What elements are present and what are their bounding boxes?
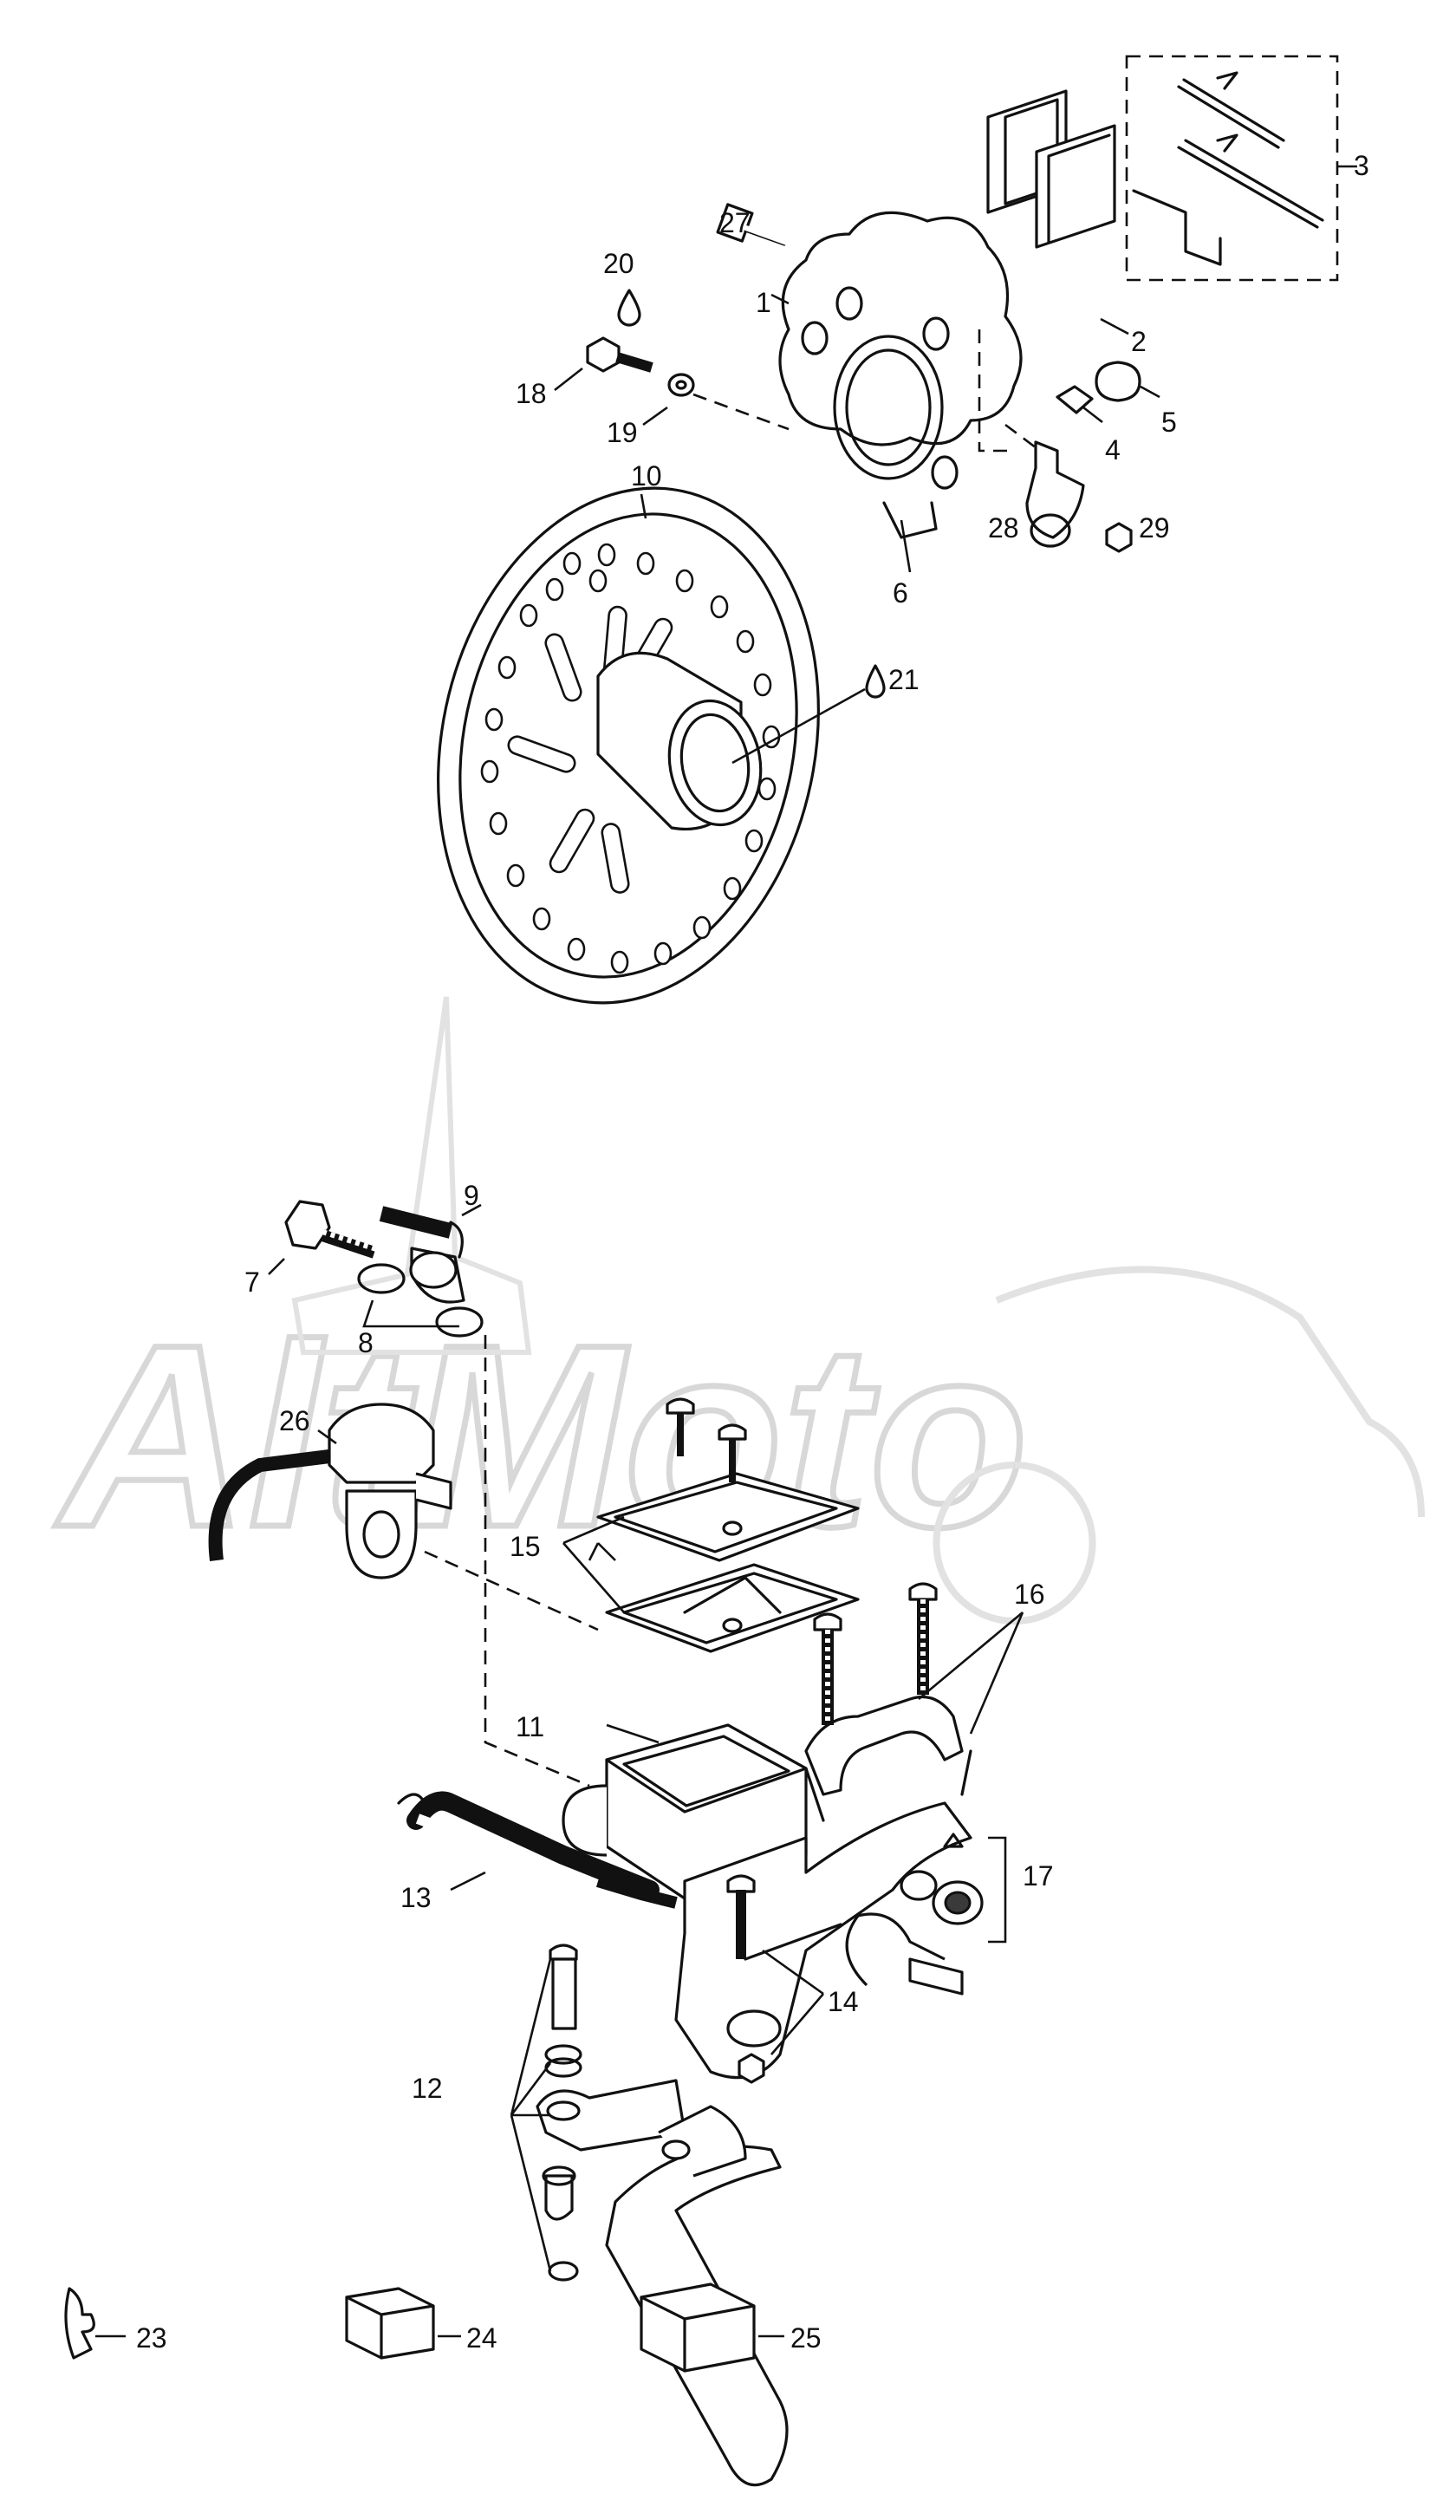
callout-9: 9 <box>464 1180 479 1211</box>
assembly-lines <box>424 1335 599 1787</box>
callout-24: 24 <box>466 2322 497 2354</box>
part-21-lubricant-icon <box>731 664 886 765</box>
part-27-bolt <box>716 203 789 246</box>
callout-19: 19 <box>607 417 638 448</box>
cover-screws <box>666 1397 747 1482</box>
part-26-brake-switch <box>208 1403 452 1579</box>
watermark-motorcycle-icon <box>933 1266 1425 1625</box>
callout-1: 1 <box>756 287 771 318</box>
part-28-bracket <box>1004 423 1085 548</box>
callout-27: 27 <box>719 207 751 238</box>
disc-hub <box>596 651 763 830</box>
callout-labels: 27 20 1 3 2 18 19 5 4 10 28 29 6 21 9 7 … <box>136 150 1369 2354</box>
disc-holes <box>480 543 781 974</box>
callout-18: 18 <box>516 378 547 409</box>
callout-6: 6 <box>893 577 908 609</box>
callout-28: 28 <box>988 512 1019 544</box>
part-13-cable <box>397 1791 678 1912</box>
callout-11: 11 <box>516 1711 544 1742</box>
callout-16: 16 <box>1014 1579 1045 1610</box>
part-19-washer <box>642 373 790 431</box>
callout-2: 2 <box>1131 326 1147 357</box>
callout-7: 7 <box>244 1267 260 1298</box>
part-24-connector <box>345 2287 461 2360</box>
part-20-lubricant-icon <box>617 289 641 327</box>
part-8-washers <box>357 1263 484 1338</box>
watermark-castle-icon <box>291 996 532 1355</box>
part-4-bleeder <box>1056 385 1103 424</box>
callout-8: 8 <box>358 1327 374 1358</box>
part-17-cap-set <box>845 1833 1007 1996</box>
part-16-clamp <box>804 1582 1024 1822</box>
part-7-banjo-bolt <box>268 1200 377 1275</box>
part-2-brake-pads <box>986 89 1129 335</box>
callout-5: 5 <box>1161 407 1177 438</box>
part-9-hose-fitting <box>379 1203 482 1304</box>
part-14-bolt-nut <box>726 1874 824 2084</box>
part-1-caliper <box>770 211 1023 573</box>
callout-10: 10 <box>631 460 662 492</box>
callout-13: 13 <box>400 1882 432 1913</box>
part-18-screw <box>554 336 653 392</box>
part-29-nut <box>1105 522 1133 553</box>
callout-26: 26 <box>279 1405 310 1436</box>
part-3-pin-kit <box>1125 55 1357 282</box>
callout-29: 29 <box>1139 512 1170 544</box>
part-15-cover-gasket <box>562 1472 860 1653</box>
callout-20: 20 <box>603 248 634 279</box>
part-5-cap <box>1095 361 1160 402</box>
callout-17: 17 <box>1023 1860 1054 1892</box>
callout-14: 14 <box>828 1986 859 2017</box>
callout-12: 12 <box>412 2073 443 2104</box>
callout-21: 21 <box>888 664 920 695</box>
part-10-brake-disc <box>437 486 820 1005</box>
callout-23: 23 <box>136 2322 167 2354</box>
part-23-clip <box>64 2287 126 2360</box>
callout-15: 15 <box>510 1531 541 1562</box>
callout-25: 25 <box>790 2322 822 2354</box>
callout-3: 3 <box>1354 150 1369 181</box>
part-25-connector <box>640 2282 784 2373</box>
callout-4: 4 <box>1105 434 1121 466</box>
